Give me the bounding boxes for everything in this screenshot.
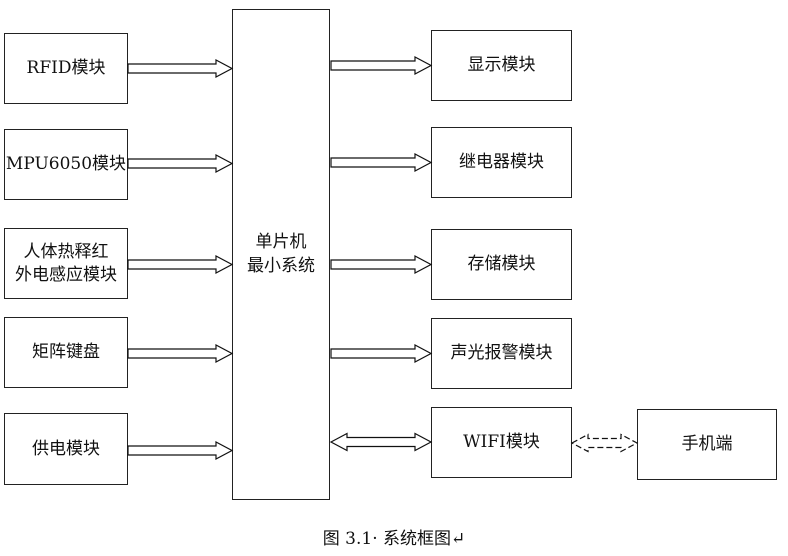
- mcu-core-block: [232, 9, 330, 500]
- mcu-to-storage-arrow: [330, 255, 433, 274]
- pir-to-mcu-arrow: [127, 255, 234, 274]
- mcu-to-alarm-arrow: [330, 344, 433, 363]
- phone-terminal-label: 手机端: [681, 434, 733, 454]
- display-module-block: 显示模块: [431, 30, 572, 101]
- relay-module-label: 继电器模块: [459, 152, 544, 172]
- wifi-module-block: WIFI模块: [431, 407, 572, 478]
- mpu-to-mcu-arrow: [127, 154, 234, 173]
- mcu-wifi-bidirectional-arrow: [329, 432, 433, 452]
- wifi-phone-wireless-arrow: [570, 433, 639, 453]
- power-module-block: 供电模块: [4, 413, 128, 485]
- mcu-to-display-arrow: [330, 56, 433, 75]
- display-module-label: 显示模块: [467, 55, 536, 75]
- mpu6050-module-block: MPU6050模块: [4, 129, 128, 200]
- pir-sensor-module-label: 人体热释红 外电感应模块: [15, 241, 117, 285]
- matrix-keypad-label: 矩阵键盘: [32, 342, 100, 362]
- relay-module-block: 继电器模块: [431, 127, 572, 198]
- storage-module-block: 存储模块: [431, 229, 572, 300]
- power-to-mcu-arrow: [127, 441, 234, 460]
- wifi-module-label: WIFI模块: [463, 432, 540, 452]
- phone-terminal-block: 手机端: [637, 409, 777, 480]
- alarm-module-label: 声光报警模块: [450, 343, 553, 363]
- rfid-module-label: RFID模块: [26, 58, 106, 78]
- figure-caption: 图 3.1· 系统框图↵: [322, 529, 466, 549]
- matrix-keypad-block: 矩阵键盘: [4, 317, 128, 388]
- power-module-label: 供电模块: [32, 438, 100, 459]
- pir-sensor-module-block: 人体热释红 外电感应模块: [4, 228, 128, 299]
- rfid-to-mcu-arrow: [127, 59, 234, 78]
- mcu-core-label: 单片机 最小系统: [247, 232, 315, 276]
- storage-module-label: 存储模块: [467, 254, 536, 274]
- keypad-to-mcu-arrow: [127, 344, 234, 363]
- mcu-to-relay-arrow: [330, 153, 433, 172]
- alarm-module-block: 声光报警模块: [431, 318, 572, 389]
- mpu6050-module-label: MPU6050模块: [5, 154, 127, 174]
